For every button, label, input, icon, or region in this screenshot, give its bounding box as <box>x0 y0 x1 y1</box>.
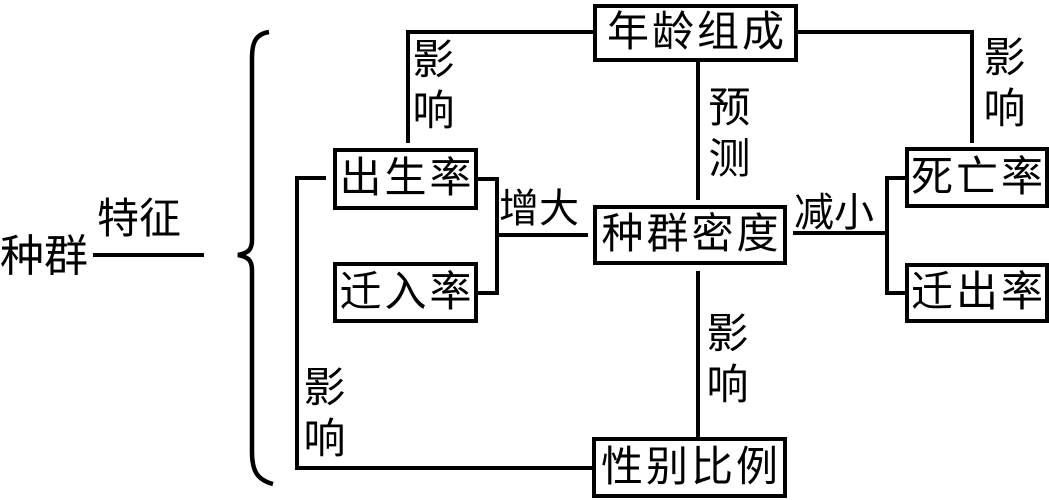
population-label: 种群 <box>0 232 88 281</box>
node-population-density: 种群密度 <box>593 205 787 265</box>
bracket-death-emigration <box>885 176 905 295</box>
node-death-rate: 死亡率 <box>905 147 1049 208</box>
edge-age-to-birth <box>406 30 595 143</box>
node-age-composition: 年龄组成 <box>593 4 798 62</box>
edge-age-to-death <box>798 30 974 143</box>
label-influence-top-right: 影响 <box>983 36 1026 134</box>
node-emigration-rate: 迁出率 <box>905 263 1049 323</box>
label-increase: 增大 <box>499 186 579 231</box>
left-brace <box>237 29 274 487</box>
label-decrease: 减小 <box>794 190 874 235</box>
bracket-birth-immigration <box>477 177 499 295</box>
edge-sex-to-birth <box>295 176 592 470</box>
node-immigration-rate: 迁入率 <box>333 262 478 323</box>
node-sex-ratio: 性别比例 <box>592 437 787 498</box>
label-predict: 预测 <box>708 86 751 184</box>
characteristics-arrow-label: 特征 <box>97 197 182 243</box>
label-influence-bottom-left: 影响 <box>303 366 346 464</box>
label-influence-bottom-center: 影响 <box>706 312 749 410</box>
label-influence-top-left: 影响 <box>412 38 455 136</box>
node-birth-rate: 出生率 <box>333 148 478 210</box>
